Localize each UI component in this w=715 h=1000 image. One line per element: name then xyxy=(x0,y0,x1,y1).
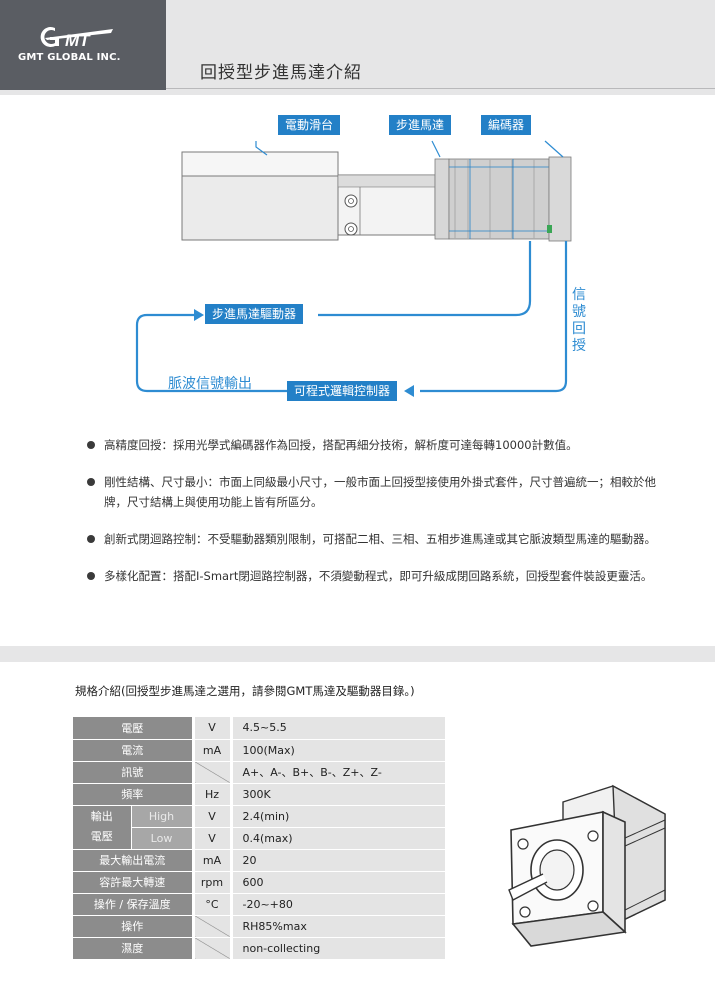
label-signal-feedback: 信 號 回 授 xyxy=(570,287,588,355)
list-item: 多樣化配置：搭配I-Smart閉迴路控制器，不須變動程式，即可升級成閉回路系統，… xyxy=(84,566,664,586)
header-divider xyxy=(166,88,715,89)
table-row: 操作 / 保存溫度 °C -20~+80 xyxy=(73,893,445,916)
feature-list: 高精度回授：採用光學式編碼器作為回授，搭配再細分技術，解析度可達每轉10000計… xyxy=(84,435,664,603)
arrow-to-driver-icon xyxy=(194,309,204,321)
table-row: 濕度 non-collecting xyxy=(73,937,445,960)
list-item: 剛性結構、尺寸最小：市面上同級最小尺寸，一般市面上回授型接使用外掛式套件，尺寸普… xyxy=(84,472,664,512)
list-item: 創新式閉迴路控制：不受驅動器類別限制，可搭配二相、三相、五相步進馬達或其它脈波類… xyxy=(84,529,664,549)
table-row: 訊號 A+、A-、B+、B-、Z+、Z- xyxy=(73,761,445,784)
label-plc: 可程式邏輯控制器 xyxy=(287,381,398,401)
label-encoder: 編碼器 xyxy=(481,115,532,135)
svg-text:MT: MT xyxy=(65,31,91,50)
output-voltage-group: 輸出電壓 xyxy=(73,805,132,850)
bullet-icon xyxy=(87,535,95,543)
label-electric-slide: 電動滑台 xyxy=(278,115,341,135)
pulse-output-line xyxy=(135,313,290,393)
system-diagram xyxy=(135,140,572,397)
page-title: 回授型步進馬達介紹 xyxy=(200,63,362,83)
arrow-to-plc-icon xyxy=(404,385,414,397)
signal-char: 號 xyxy=(572,304,586,320)
table-row: 輸出電壓 High V 2.4(min) xyxy=(73,805,445,850)
table-row: 頻率 Hz 300K xyxy=(73,783,445,806)
page-header: MT GMT GLOBAL INC. 回授型步進馬達介紹 xyxy=(0,0,715,90)
label-stepper-driver: 步進馬達驅動器 xyxy=(205,304,304,324)
table-row: 容許最大轉速 rpm 600 xyxy=(73,871,445,894)
bullet-icon xyxy=(87,441,95,449)
signal-char: 信 xyxy=(572,287,586,303)
feedback-line xyxy=(420,241,568,393)
label-pulse-output: 脈波信號輸出 xyxy=(168,376,252,392)
spec-title: 規格介紹(回授型步進馬達之選用，請參閱GMT馬達及驅動器目錄。) xyxy=(75,684,415,698)
table-row: 最大輸出電流 mA 20 xyxy=(73,849,445,872)
logo-text: GMT GLOBAL INC. xyxy=(18,52,121,63)
table-row: Low V 0.4(max) xyxy=(73,827,445,850)
company-logo: MT GMT GLOBAL INC. xyxy=(0,0,166,90)
driver-to-motor-line xyxy=(318,241,532,317)
electric-slide-illustration xyxy=(181,151,436,241)
gmt-logo-icon: MT xyxy=(40,27,113,50)
table-row: 電壓 V 4.5~5.5 xyxy=(73,717,445,740)
motor-illustration xyxy=(508,784,666,947)
label-stepper-motor: 步進馬達 xyxy=(389,115,452,135)
intro-panel: 電動滑台 步進馬達 編碼器 步進馬達驅動器 可程式邏輯控制器 脈波信號輸出 信 … xyxy=(0,95,715,646)
signal-char: 授 xyxy=(572,338,586,354)
signal-char: 回 xyxy=(572,321,586,337)
bullet-icon xyxy=(87,572,95,580)
stepper-motor-illustration xyxy=(434,156,572,242)
bullet-icon xyxy=(87,478,95,486)
spec-table: 電壓 V 4.5~5.5 電流 mA 100(Max) 訊號 A+、A-、B+、… xyxy=(73,717,445,960)
table-row: 電流 mA 100(Max) xyxy=(73,739,445,762)
list-item: 高精度回授：採用光學式編碼器作為回授，搭配再細分技術，解析度可達每轉10000計… xyxy=(84,435,664,455)
table-row: 操作 RH85%max xyxy=(73,915,445,938)
